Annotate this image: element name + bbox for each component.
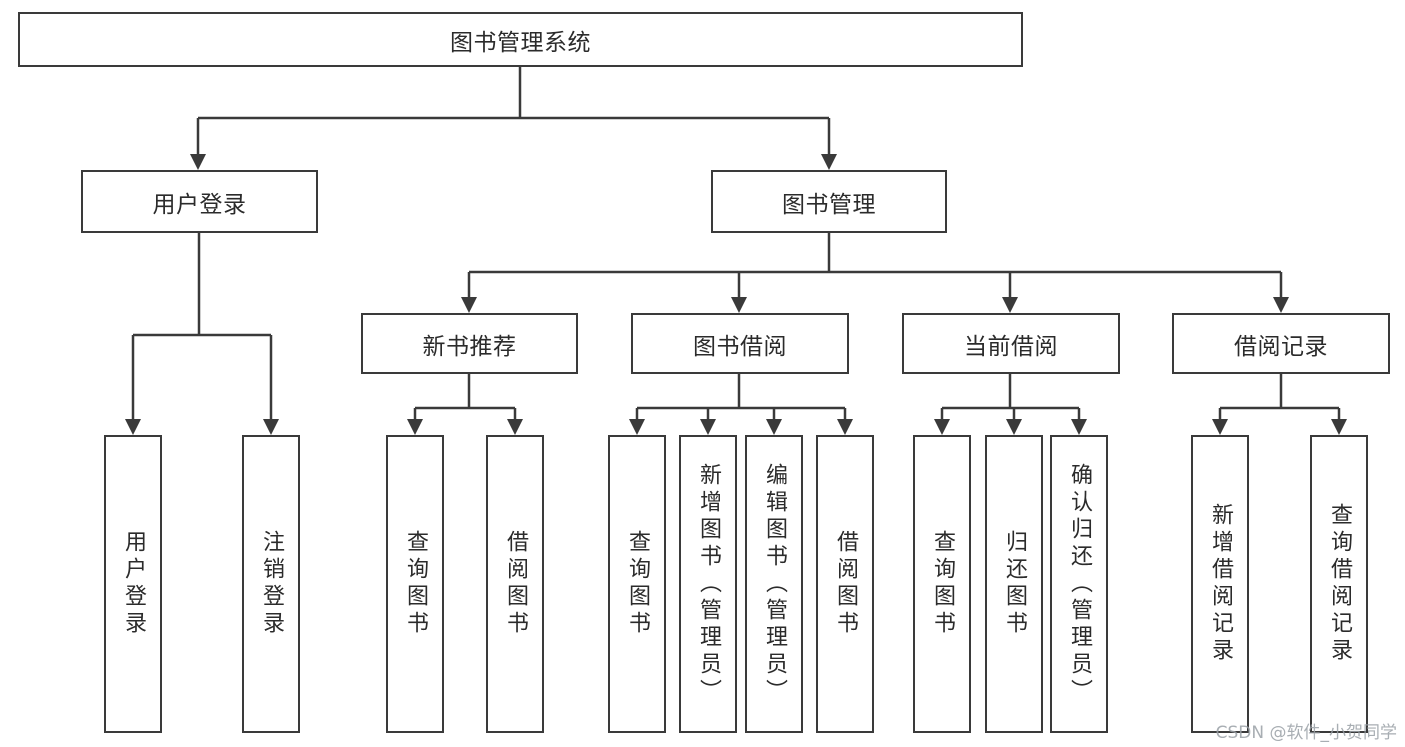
level2-node-user-login[interactable]: 用户登录: [81, 170, 318, 233]
leaf-node-leaf-add-record[interactable]: 新增借阅记录: [1191, 435, 1249, 733]
node-label: 图书管理: [782, 191, 876, 218]
node-label: 新书推荐: [422, 333, 517, 360]
leaf-node-leaf-query-book-3[interactable]: 查询图书: [913, 435, 971, 733]
level3-node-borrow-record[interactable]: 借阅记录: [1172, 313, 1390, 374]
node-label: 图书借阅: [693, 333, 787, 360]
node-label: 确认归还（管理员）: [1067, 462, 1092, 706]
node-label: 用户登录: [121, 530, 146, 638]
node-label: 当前借阅: [964, 333, 1058, 360]
level2-node-book-manage[interactable]: 图书管理: [711, 170, 947, 233]
leaf-node-leaf-query-book-2[interactable]: 查询图书: [608, 435, 666, 733]
level3-node-book-borrow[interactable]: 图书借阅: [631, 313, 849, 374]
node-label: 新增图书（管理员）: [696, 462, 721, 706]
leaf-node-leaf-confirm-return[interactable]: 确认归还（管理员）: [1050, 435, 1108, 733]
leaf-node-leaf-return-book[interactable]: 归还图书: [985, 435, 1043, 733]
node-label: 借阅图书: [833, 530, 858, 638]
leaf-node-leaf-borrow-book-1[interactable]: 借阅图书: [486, 435, 544, 733]
node-label: 图书管理系统: [450, 29, 591, 56]
node-label: 新增借阅记录: [1208, 503, 1233, 665]
node-label: 归还图书: [1002, 530, 1027, 638]
node-label: 用户登录: [152, 191, 247, 218]
root-node[interactable]: 图书管理系统: [18, 12, 1023, 67]
node-label: 借阅记录: [1234, 333, 1328, 360]
leaf-node-leaf-edit-book[interactable]: 编辑图书（管理员）: [745, 435, 803, 733]
node-label: 编辑图书（管理员）: [762, 462, 787, 706]
node-label: 借阅图书: [503, 530, 528, 638]
watermark-label: CSDN @软件_小贺同学: [1215, 723, 1397, 743]
level3-node-new-book-recommend[interactable]: 新书推荐: [361, 313, 578, 374]
leaf-node-leaf-query-book-1[interactable]: 查询图书: [386, 435, 444, 733]
node-label: 查询借阅记录: [1327, 503, 1352, 665]
leaf-node-leaf-logout[interactable]: 注销登录: [242, 435, 300, 733]
leaf-node-leaf-borrow-book-2[interactable]: 借阅图书: [816, 435, 874, 733]
node-label: 查询图书: [403, 530, 428, 638]
leaf-node-leaf-user-login[interactable]: 用户登录: [104, 435, 162, 733]
node-label: 注销登录: [259, 530, 284, 638]
node-label: 查询图书: [625, 530, 650, 638]
level3-node-current-borrow[interactable]: 当前借阅: [902, 313, 1120, 374]
leaf-node-leaf-add-book[interactable]: 新增图书（管理员）: [679, 435, 737, 733]
leaf-node-leaf-query-record[interactable]: 查询借阅记录: [1310, 435, 1368, 733]
node-label: 查询图书: [930, 530, 955, 638]
